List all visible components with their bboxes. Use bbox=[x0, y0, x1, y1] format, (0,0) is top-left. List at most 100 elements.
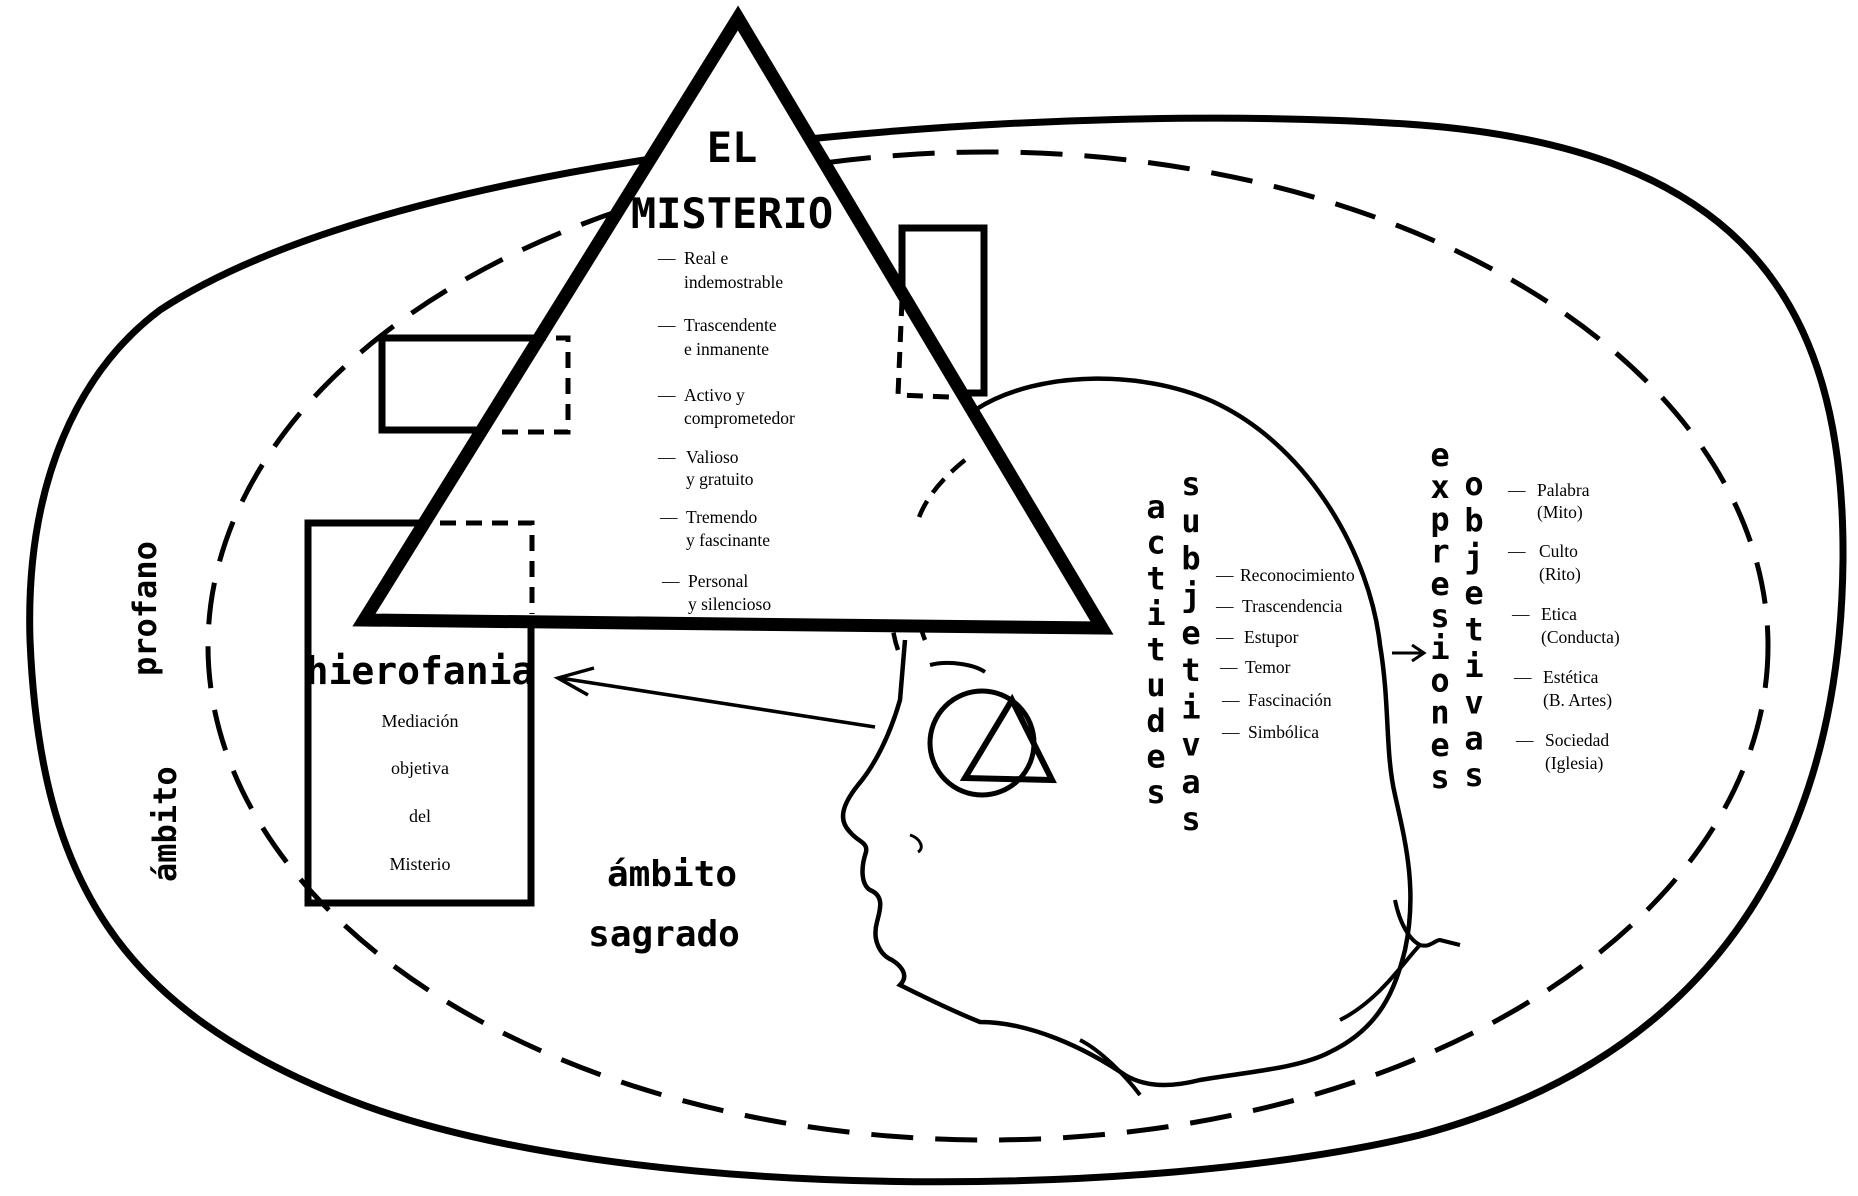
vertical-letter: o bbox=[1430, 661, 1449, 699]
attr-dash: — bbox=[661, 571, 680, 591]
attr-6-line1: Personal bbox=[688, 571, 748, 591]
attr-dash: — bbox=[657, 315, 676, 335]
expression-5-line1: Sociedad bbox=[1545, 730, 1609, 750]
attr-3-line2: comprometedor bbox=[684, 408, 795, 428]
nostril bbox=[909, 833, 923, 854]
vertical-letter: r bbox=[1430, 533, 1449, 571]
attitude-5: Fascinación bbox=[1248, 690, 1332, 710]
eyebrow bbox=[929, 661, 987, 674]
vertical-letter: s bbox=[1430, 597, 1449, 635]
vertical-letter: t bbox=[1181, 651, 1200, 689]
attr-2-line1: Trascendente bbox=[684, 315, 777, 335]
vertical-letter: e bbox=[1430, 436, 1449, 474]
vertical-letter: b bbox=[1181, 539, 1200, 577]
ear bbox=[1393, 899, 1461, 948]
vertical-letter: v bbox=[1181, 726, 1200, 764]
vertical-letter: n bbox=[1430, 694, 1449, 732]
chin-neck bbox=[1079, 1038, 1142, 1097]
vertical-letter: x bbox=[1430, 468, 1449, 506]
attitude-dash: — bbox=[1221, 690, 1240, 710]
vertical-letter: s bbox=[1146, 773, 1165, 811]
attr-6-line2: y silencioso bbox=[688, 594, 771, 614]
vertical-letter: j bbox=[1181, 577, 1200, 615]
expression-5-line2: (Iglesia) bbox=[1545, 753, 1603, 773]
mystery-attribute-list: — Real e indemostrable — Trascendente e … bbox=[657, 248, 795, 614]
mystery-triangle bbox=[352, 5, 1114, 635]
attitude-1: Reconocimiento bbox=[1240, 565, 1355, 585]
vertical-letter: t bbox=[1146, 631, 1165, 669]
profane-label: ámbito profano bbox=[126, 541, 184, 882]
attitude-dash: — bbox=[1215, 565, 1234, 585]
triangle-inner-dash-left bbox=[498, 335, 571, 435]
triangle-inner-dash-right bbox=[895, 299, 951, 400]
attitude-6: Simbólica bbox=[1248, 722, 1319, 742]
hierophany-description: Mediación objetiva del Misterio bbox=[382, 711, 459, 874]
attitude-3: Estupor bbox=[1244, 627, 1299, 647]
expression-3-line2: (Conducta) bbox=[1541, 627, 1620, 647]
vertical-letter: a bbox=[1464, 720, 1483, 758]
attitude-2: Trascendencia bbox=[1242, 596, 1343, 616]
expression-4-line2: (B. Artes) bbox=[1543, 690, 1612, 710]
neck-line bbox=[1339, 943, 1422, 1022]
vertical-letter: e bbox=[1464, 574, 1483, 612]
attr-5-line1: Tremendo bbox=[686, 507, 758, 527]
vertical-letter: e bbox=[1430, 565, 1449, 603]
expression-dash: — bbox=[1511, 604, 1530, 624]
expression-4-line1: Estética bbox=[1543, 667, 1599, 687]
attitude-4: Temor bbox=[1245, 657, 1291, 677]
expression-2-line1: Culto bbox=[1539, 541, 1578, 561]
eye-triangle-icon bbox=[959, 693, 1057, 784]
vertical-letter: s bbox=[1181, 465, 1200, 503]
vertical-letter: s bbox=[1181, 800, 1200, 838]
attitude-dash: — bbox=[1219, 657, 1238, 677]
expressions-list: — Palabra (Mito) — Culto (Rito) — Etica … bbox=[1507, 480, 1620, 773]
vertical-letter: u bbox=[1146, 666, 1165, 704]
attr-4-line1: Valioso bbox=[686, 447, 739, 467]
vertical-letter: j bbox=[1464, 538, 1483, 576]
attr-dash: — bbox=[657, 248, 676, 268]
profane-line1: ámbito bbox=[146, 766, 184, 882]
sacred-label: ámbito sagrado bbox=[588, 854, 740, 955]
expression-2-line2: (Rito) bbox=[1539, 564, 1581, 584]
attitude-dash: — bbox=[1215, 627, 1234, 647]
hierophany-line-2: objetiva bbox=[391, 758, 449, 778]
inner-sacred-boundary bbox=[205, 149, 1771, 1143]
vertical-letter: i bbox=[1146, 595, 1165, 633]
hierophany-title: hierofania bbox=[306, 649, 535, 693]
vertical-letter: p bbox=[1430, 500, 1449, 538]
vertical-letter: i bbox=[1464, 647, 1483, 685]
hierophany-line-1: Mediación bbox=[382, 711, 459, 731]
vertical-letter: e bbox=[1181, 614, 1200, 652]
attr-1-line1: Real e bbox=[684, 248, 728, 268]
sacred-line1: ámbito bbox=[607, 854, 737, 895]
attr-dash: — bbox=[657, 447, 676, 467]
vertical-letter: t bbox=[1146, 559, 1165, 597]
mystery-title-line1: EL bbox=[707, 123, 758, 172]
vertical-letter: i bbox=[1181, 688, 1200, 726]
sacred-line2: sagrado bbox=[588, 914, 740, 955]
vertical-letter: t bbox=[1464, 611, 1483, 649]
expression-dash: — bbox=[1507, 480, 1526, 500]
vertical-letter: e bbox=[1430, 726, 1449, 764]
vertical-letter: u bbox=[1181, 502, 1200, 540]
gaze-arrow-head bbox=[553, 666, 595, 697]
mystery-title-line2: MISTERIO bbox=[631, 189, 833, 238]
attr-4-line2: y gratuito bbox=[686, 469, 754, 489]
outer-profane-boundary bbox=[26, 114, 1847, 1186]
attr-dash: — bbox=[657, 385, 676, 405]
attitude-dash: — bbox=[1215, 596, 1234, 616]
attitudes-to-expressions-arrow bbox=[1392, 643, 1427, 663]
expression-1-line1: Palabra bbox=[1537, 480, 1590, 500]
gaze-arrow-line bbox=[559, 676, 876, 729]
hierophany-line-3: del bbox=[409, 806, 431, 826]
triangle-inner-skull-dash bbox=[915, 458, 967, 521]
attr-2-line2: e inmanente bbox=[684, 339, 769, 359]
profane-line2: profano bbox=[126, 541, 164, 676]
vertical-letter: e bbox=[1146, 737, 1165, 775]
vertical-letter: d bbox=[1146, 702, 1165, 740]
